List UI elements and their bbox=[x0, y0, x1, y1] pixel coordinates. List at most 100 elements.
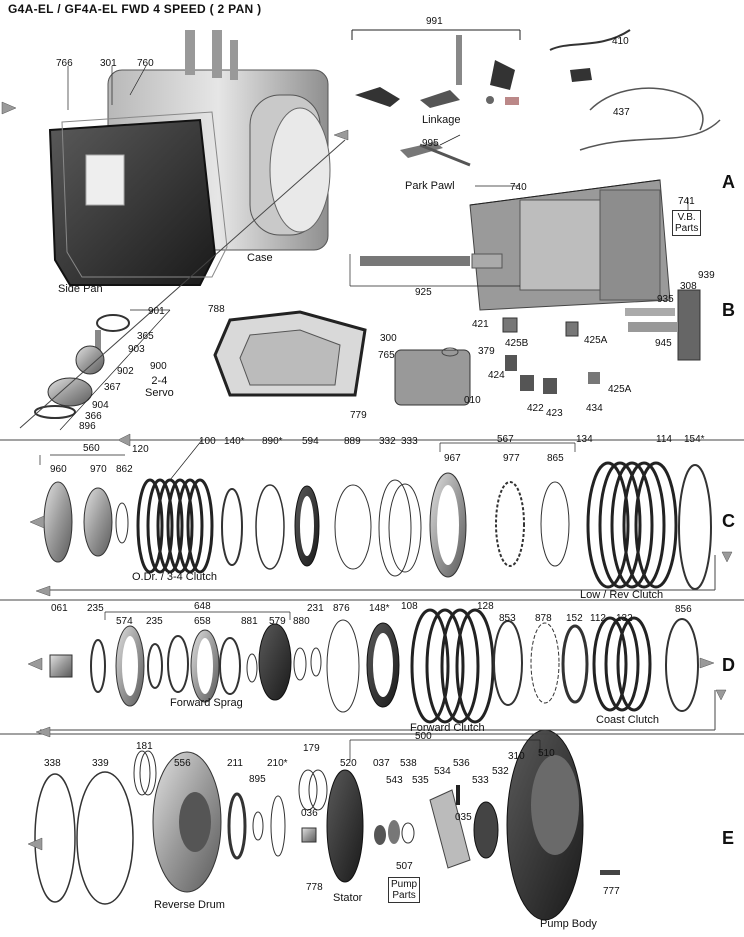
caption-coast-clutch: Coast Clutch bbox=[596, 714, 659, 726]
part-label-507: 507 bbox=[396, 861, 413, 872]
part-label-181: 181 bbox=[136, 741, 153, 752]
part-label-211: 211 bbox=[227, 758, 243, 769]
box-pump-parts: Pump Parts bbox=[388, 877, 421, 903]
solenoids bbox=[502, 317, 600, 394]
c-parts bbox=[43, 461, 712, 590]
box-vb-parts: V.B. Parts bbox=[672, 210, 702, 236]
part-label-853: 853 bbox=[499, 613, 516, 624]
part-label-434: 434 bbox=[586, 403, 603, 414]
part-label-594: 594 bbox=[302, 436, 319, 447]
linkage-parts bbox=[351, 29, 521, 108]
part-label-367: 367 bbox=[104, 382, 121, 393]
part-label-332: 332 bbox=[379, 436, 396, 447]
side-pan-part bbox=[48, 111, 228, 286]
part-label-061: 061 bbox=[51, 603, 68, 614]
part-label-960: 960 bbox=[50, 464, 67, 475]
part-label-520: 520 bbox=[340, 758, 357, 769]
part-label-889: 889 bbox=[344, 436, 361, 447]
part-label-339: 339 bbox=[92, 758, 109, 769]
part-label-903: 903 bbox=[128, 344, 145, 355]
part-label-532: 532 bbox=[492, 766, 509, 777]
part-label-574: 574 bbox=[116, 616, 133, 627]
section-letter-a: A bbox=[722, 172, 735, 192]
part-label-100: 100 bbox=[199, 436, 216, 447]
e-parts bbox=[34, 729, 620, 921]
part-label-366: 366 bbox=[85, 411, 102, 422]
caption-park-pawl: Park Pawl bbox=[405, 180, 455, 192]
part-label-235-a: 235 bbox=[87, 603, 104, 614]
part-label-120: 120 bbox=[132, 444, 149, 455]
part-label-856: 856 bbox=[675, 604, 692, 615]
part-label-741: 741 bbox=[678, 196, 695, 207]
part-label-740: 740 bbox=[510, 182, 527, 193]
part-label-425a-upper: 425A bbox=[584, 335, 608, 346]
part-label-534: 534 bbox=[434, 766, 451, 777]
part-label-301: 301 bbox=[100, 58, 117, 69]
caption-forward-clutch: Forward Clutch bbox=[410, 722, 485, 734]
part-label-900: 900 bbox=[150, 361, 167, 372]
part-label-881: 881 bbox=[241, 616, 258, 627]
part-label-935: 935 bbox=[657, 294, 674, 305]
part-label-765: 765 bbox=[378, 350, 395, 361]
part-label-560: 560 bbox=[83, 443, 100, 454]
part-label-991: 991 bbox=[426, 16, 443, 27]
part-label-112: 112 bbox=[590, 613, 606, 624]
part-label-658: 658 bbox=[194, 616, 211, 627]
part-label-140: 140* bbox=[224, 436, 245, 447]
filter-939 bbox=[625, 289, 701, 361]
part-label-179: 179 bbox=[303, 743, 320, 754]
pan-gaskets bbox=[213, 310, 471, 406]
section-letter-b: B bbox=[722, 300, 735, 320]
part-label-365: 365 bbox=[137, 331, 154, 342]
part-label-437: 437 bbox=[613, 107, 630, 118]
caption-reverse-drum: Reverse Drum bbox=[154, 899, 225, 911]
part-label-766: 766 bbox=[56, 58, 73, 69]
part-label-939: 939 bbox=[698, 270, 715, 281]
part-label-543: 543 bbox=[386, 775, 403, 786]
part-label-567: 567 bbox=[497, 434, 514, 445]
part-label-895: 895 bbox=[249, 774, 266, 785]
part-label-779: 779 bbox=[350, 410, 367, 421]
part-label-036: 036 bbox=[301, 808, 318, 819]
d-parts bbox=[49, 608, 699, 724]
caption-pump-body: Pump Body bbox=[540, 918, 597, 930]
part-label-425b: 425B bbox=[505, 338, 529, 349]
part-label-902: 902 bbox=[117, 366, 134, 377]
part-label-579: 579 bbox=[269, 616, 286, 627]
servo-parts bbox=[34, 314, 130, 419]
part-label-114: 114 bbox=[656, 434, 672, 445]
part-label-235-b: 235 bbox=[146, 616, 163, 627]
part-label-148: 148* bbox=[369, 603, 390, 614]
part-label-880: 880 bbox=[293, 616, 310, 627]
part-label-970: 970 bbox=[90, 464, 107, 475]
part-label-035: 035 bbox=[455, 812, 472, 823]
part-label-890: 890* bbox=[262, 436, 283, 447]
part-label-308: 308 bbox=[680, 281, 697, 292]
part-label-925: 925 bbox=[415, 287, 432, 298]
wire-harnesses bbox=[549, 29, 721, 151]
part-label-510: 510 bbox=[538, 748, 555, 759]
caption-servo: 2-4 Servo bbox=[145, 375, 174, 399]
part-label-210: 210* bbox=[267, 758, 288, 769]
part-label-424: 424 bbox=[488, 370, 505, 381]
part-label-410: 410 bbox=[612, 36, 629, 47]
part-label-379: 379 bbox=[478, 346, 495, 357]
part-label-536: 536 bbox=[453, 758, 470, 769]
caption-linkage: Linkage bbox=[422, 114, 461, 126]
section-letter-e: E bbox=[722, 828, 735, 848]
part-label-862: 862 bbox=[116, 464, 133, 475]
part-label-154: 154* bbox=[684, 434, 705, 445]
part-label-904: 904 bbox=[92, 400, 109, 411]
part-label-777: 777 bbox=[603, 886, 620, 897]
part-label-556: 556 bbox=[174, 758, 191, 769]
part-label-231: 231 bbox=[307, 603, 324, 614]
part-label-422: 422 bbox=[527, 403, 544, 414]
part-label-865: 865 bbox=[547, 453, 564, 464]
part-label-896: 896 bbox=[79, 421, 96, 432]
part-label-010: 010 bbox=[464, 395, 481, 406]
part-label-878: 878 bbox=[535, 613, 552, 624]
part-label-333: 333 bbox=[401, 436, 418, 447]
part-label-648: 648 bbox=[194, 601, 211, 612]
